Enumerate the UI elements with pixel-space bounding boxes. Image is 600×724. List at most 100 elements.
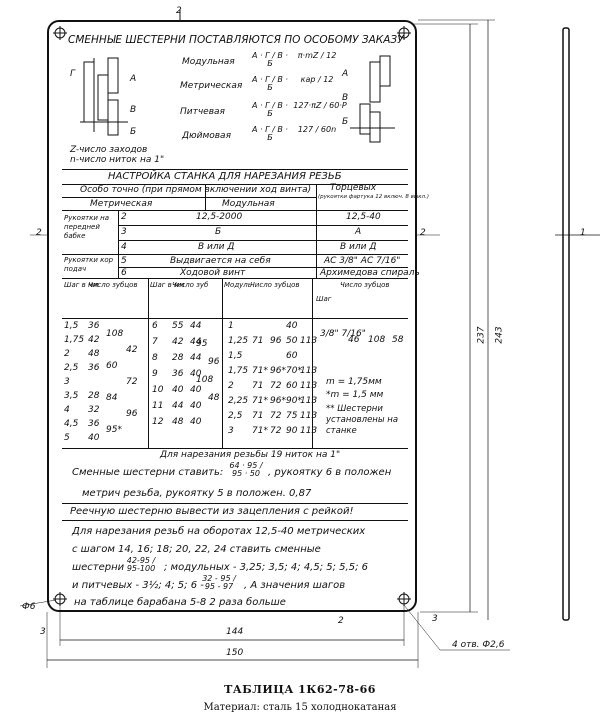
modul-b: 72: [270, 381, 282, 391]
formula-name-metric: Метрическая: [180, 81, 243, 91]
gear-schematic-right-icon: [350, 55, 395, 143]
metric-teeth: 84: [106, 393, 118, 403]
formula-lhs: A · Г / В · Б: [252, 101, 288, 118]
modul-pitch-hdr: Модуль: [224, 281, 252, 289]
metric-a: 36: [88, 363, 100, 373]
metric-teeth: 72: [126, 377, 138, 387]
gear-schematic-icon: [80, 57, 128, 136]
metric-pitch: 4: [64, 405, 70, 415]
para-line: на таблице барабана 5-8 2 раза больше: [74, 597, 286, 608]
modul-m: 2: [228, 381, 234, 391]
metric-teeth: 96: [126, 409, 138, 419]
dim-3: 3: [40, 627, 46, 637]
metric-a: 48: [88, 349, 100, 359]
torcevye-label: Торцевых: [330, 183, 377, 193]
metric-teeth: 42: [126, 345, 138, 355]
note-line: *m = 1,5 мм: [326, 390, 384, 400]
modul-d: 113: [300, 411, 318, 421]
formula-lhs: A · Г / В · Б: [252, 51, 288, 68]
mounting-hole: [53, 26, 411, 606]
modul-a: 71: [252, 381, 264, 391]
metric2-b: 40: [190, 401, 202, 411]
line-gears-frac: 64 · 95 / 95 · 50: [229, 461, 263, 478]
formula-name-inch: Дюймовая: [182, 131, 231, 141]
torc-b: 108: [368, 335, 386, 345]
modul-d: 113: [300, 366, 318, 376]
caption-material: Материал: сталь 15 холоднокатаная: [203, 702, 397, 713]
metric-a: 42: [88, 335, 100, 345]
metric-pitch: 2,5: [64, 363, 79, 373]
modul-d: 113: [300, 381, 318, 391]
torc-pitch: 3/8" 7/16": [320, 329, 366, 339]
gear-letter: В: [130, 105, 137, 115]
metric2-b: 40: [190, 417, 202, 427]
legend-n: n-число ниток на 1": [70, 155, 165, 165]
legend-z: Z-число заходов: [70, 145, 148, 155]
modul-m: 2,25: [228, 396, 249, 406]
metric-pitch: 5: [64, 433, 70, 443]
formula-rhs: 127 / 60n: [297, 125, 337, 134]
row-right: АС 3/8" АС 7/16": [324, 256, 401, 266]
formula-rhs: кар / 12: [300, 75, 334, 84]
metric-a: 36: [88, 321, 100, 331]
metric2-pitch: 12: [152, 417, 164, 427]
metric2-a: 44: [172, 401, 184, 411]
row-num: 2: [121, 212, 127, 222]
gear-letter: А: [130, 74, 137, 84]
metric-teeth: 95*: [106, 425, 122, 435]
modul-a: 71*: [252, 426, 268, 436]
metric-pitch: 3,5: [64, 391, 79, 401]
dim-2: 2: [420, 228, 426, 238]
metric2-b: 40: [190, 369, 202, 379]
dim-3: 3: [432, 614, 438, 624]
note-line: ** Шестерни установлены на станке: [326, 404, 399, 436]
modul-a: 71*: [252, 396, 268, 406]
modul-m: 1,5: [228, 351, 243, 361]
modul-c: 50: [286, 336, 298, 346]
caption-title: ТАБЛИЦА 1К62-78-66: [224, 683, 376, 696]
para-line: , А значения шагов: [244, 580, 346, 591]
row-main: Б: [215, 227, 222, 237]
metric2-b: 44: [190, 353, 202, 363]
row-num: 3: [121, 227, 127, 237]
modul-d: 113: [300, 336, 318, 346]
note-line: m = 1,75мм: [326, 377, 382, 387]
line-metric: метрич резьба, рукоятку 5 в положен. 0,8…: [82, 488, 312, 499]
para-frac: 42-95 / 95-100: [126, 556, 156, 573]
dim-2: 2: [36, 228, 42, 238]
metric-teeth: 108: [106, 329, 124, 339]
para-line: Для нарезания резьб на оборотах 12,5-40 …: [72, 526, 366, 537]
metric2-extra: 95: [196, 339, 208, 349]
row-num: 5: [121, 256, 127, 266]
row-right: В или Д: [340, 242, 377, 252]
metric2-b: 44: [190, 337, 202, 347]
dim-1: 1: [580, 228, 586, 238]
section-title: НАСТРОЙКА СТАНКА ДЛЯ НАРЕЗАНИЯ РЕЗЬБ: [108, 171, 342, 182]
dim-holes: 4 отв. Ф2,6: [452, 640, 505, 650]
modul-teeth-hdr: Число зубцов: [250, 281, 300, 289]
modul-m: 2,5: [228, 411, 243, 421]
formula-rhs: 127·πZ / 60·P: [293, 101, 347, 110]
metric2-teeth-hdr: Число зуб: [172, 281, 209, 289]
line-gears-tail: , рукоятку 6 в положен: [268, 467, 392, 478]
metric-a: 28: [88, 391, 100, 401]
metric2-pitch-hdr: Шаг в мм: [150, 281, 185, 289]
dim-243: 243: [494, 326, 505, 344]
metric2-a: 55: [172, 321, 184, 331]
modul-d: 113: [300, 396, 318, 406]
formula-lhs: A · Г / В · Б: [252, 125, 288, 142]
gear-letter: В: [342, 93, 349, 103]
formula-rhs: π·mZ / 12: [297, 51, 337, 60]
metric-pitch-hdr: Шаг в мм: [64, 281, 99, 289]
row-right: Архимедова спираль: [320, 268, 420, 278]
dim-144: 144: [226, 627, 244, 637]
gear-letter: Г: [70, 69, 76, 79]
metric-a: 40: [88, 433, 100, 443]
dim-phi6: Ф6: [22, 602, 36, 612]
row-main: В или Д: [198, 242, 235, 252]
metric2-a: 36: [172, 369, 184, 379]
metric-teeth: 60: [106, 361, 118, 371]
metric2-pitch: 11: [152, 401, 164, 411]
row-main: Ходовой винт: [180, 268, 246, 278]
